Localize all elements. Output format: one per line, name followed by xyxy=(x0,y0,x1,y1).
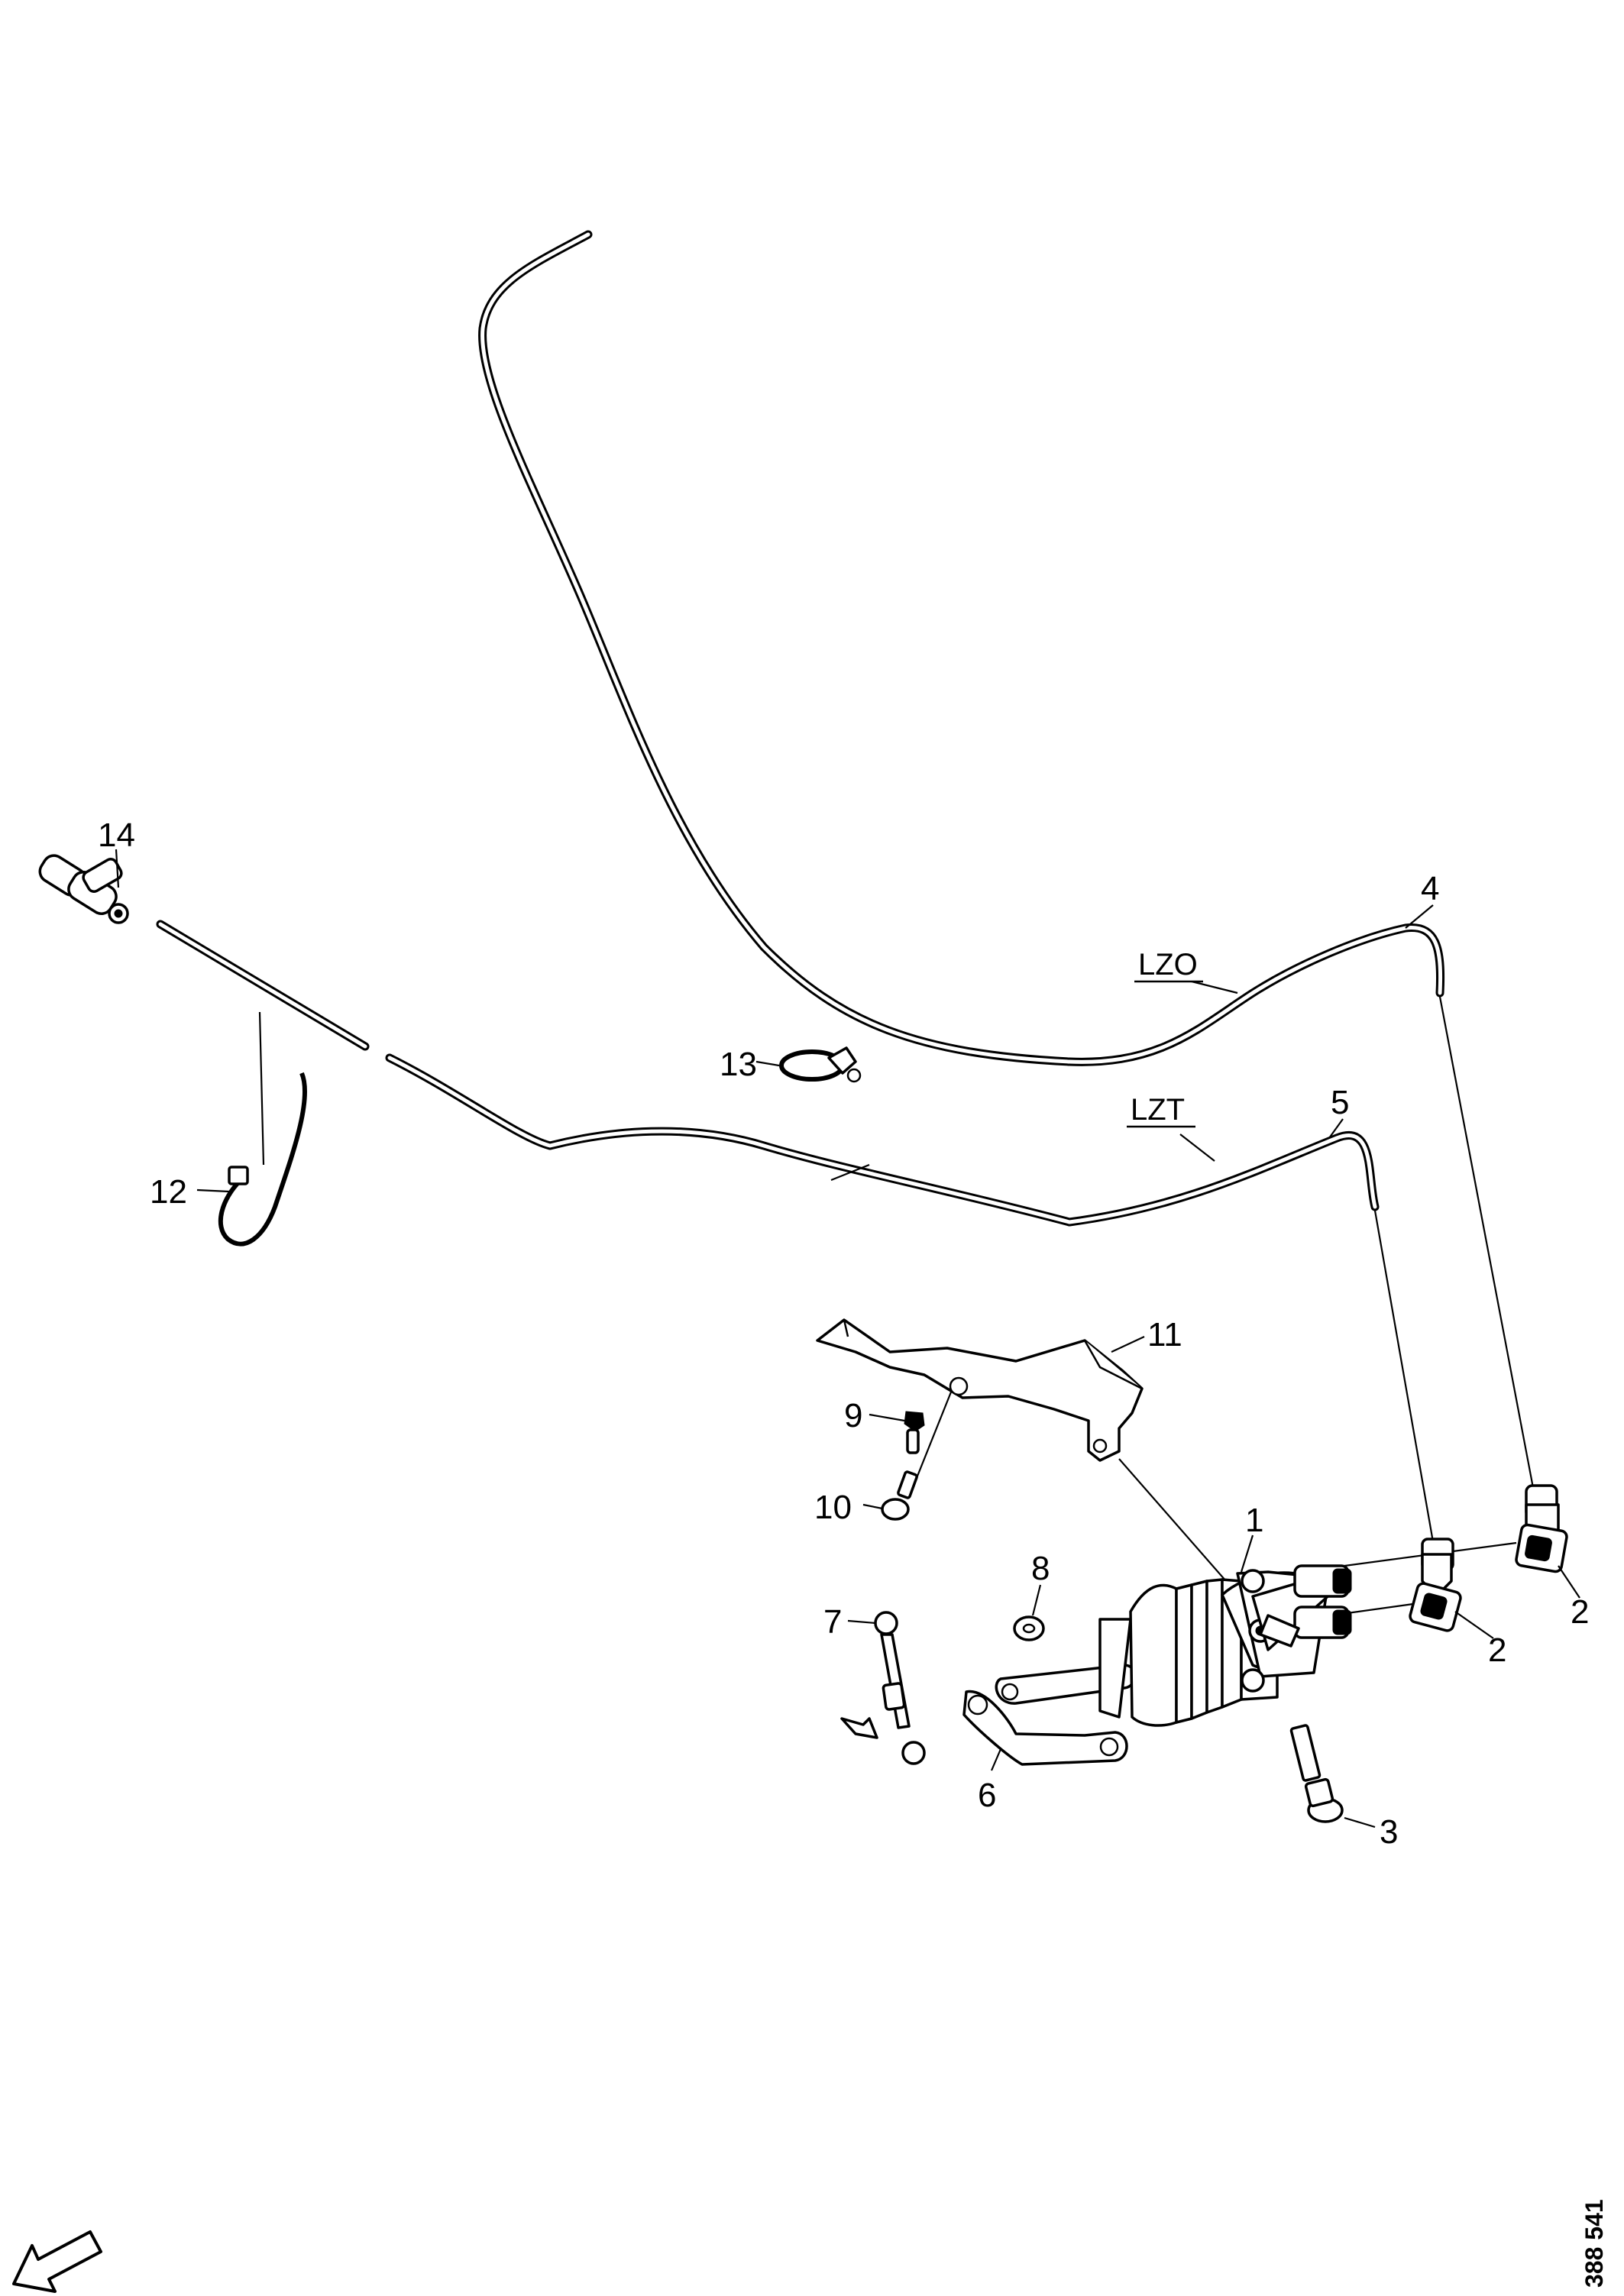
callout-labels: 14 12 13 4 5 11 9 10 1 8 7 6 3 2 2 xyxy=(98,817,1589,1851)
upper-pipe-lzo xyxy=(478,230,1445,1066)
callout-7: 7 xyxy=(823,1603,842,1641)
elbow-union-part-2a xyxy=(1409,1538,1462,1632)
callout-6: 6 xyxy=(978,1777,996,1814)
callout-5: 5 xyxy=(1331,1084,1349,1121)
callout-2b: 2 xyxy=(1571,1593,1589,1631)
figure-reference-number: 388 541 xyxy=(1580,2199,1608,2288)
callout-10: 10 xyxy=(814,1489,852,1526)
callout-3: 3 xyxy=(1380,1813,1398,1851)
cable-tie-part-12 xyxy=(218,1072,307,1247)
lower-pipe-lzt xyxy=(156,920,1380,1227)
callout-2a: 2 xyxy=(1488,1631,1506,1669)
callout-8: 8 xyxy=(1031,1550,1050,1587)
elbow-union-part-2b xyxy=(1515,1484,1568,1573)
nut-part-8 xyxy=(1013,1615,1045,1641)
callout-1: 1 xyxy=(1245,1502,1263,1539)
tube-labels: LZO LZT xyxy=(1127,948,1203,1128)
clutch-servo-part-1 xyxy=(995,1564,1352,1727)
callout-13: 13 xyxy=(720,1046,757,1083)
label-lzo: LZO xyxy=(1138,948,1198,981)
clamp-part-13 xyxy=(779,1046,862,1083)
callout-4: 4 xyxy=(1421,870,1439,907)
callout-12: 12 xyxy=(150,1173,187,1211)
callout-11: 11 xyxy=(1147,1316,1182,1353)
bracket-part-11 xyxy=(816,1318,1144,1462)
union-part-14 xyxy=(38,854,129,924)
label-lzt: LZT xyxy=(1131,1093,1185,1127)
rod-link-part-7 xyxy=(840,1611,926,1765)
stud-part-9 xyxy=(904,1411,925,1454)
bolt-part-10 xyxy=(881,1470,918,1521)
direction-arrow-icon xyxy=(12,2230,102,2293)
bolt-part-3 xyxy=(1289,1724,1344,1823)
callout-14: 14 xyxy=(98,817,135,854)
callout-leaders xyxy=(115,849,1580,1829)
lever-part-6 xyxy=(962,1690,1128,1766)
callout-9: 9 xyxy=(844,1397,862,1434)
